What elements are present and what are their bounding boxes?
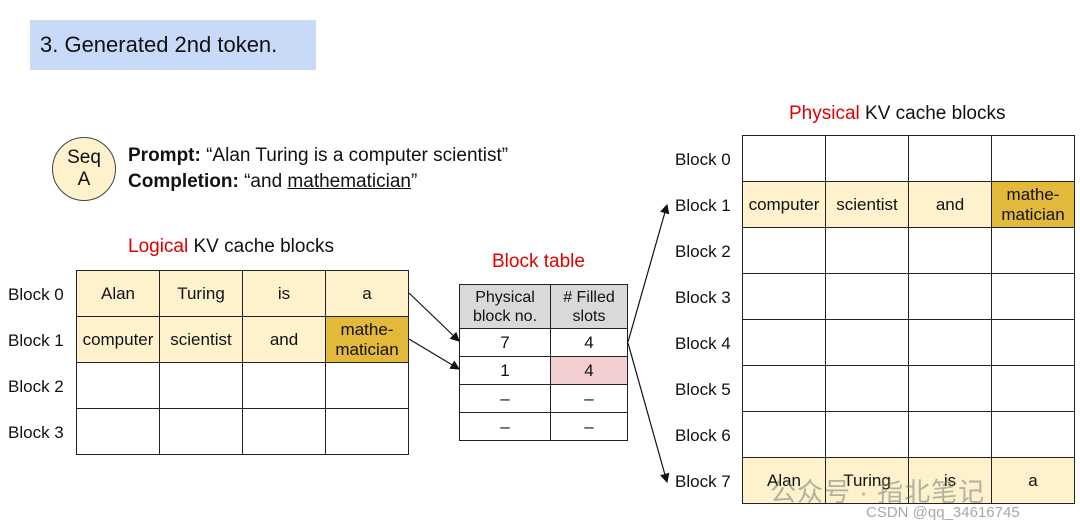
- logical-row-label: Block 2: [8, 377, 64, 396]
- physical-title-red: Physical: [789, 103, 860, 124]
- prompt-line: Prompt: “Alan Turing is a computer scien…: [128, 145, 508, 167]
- prompt-text: “Alan Turing is a computer scientist”: [206, 145, 509, 166]
- physical-cell: [825, 227, 909, 274]
- physical-row-label: Block 4: [675, 334, 731, 353]
- physical-cell: [742, 135, 826, 182]
- logical-cell: [242, 408, 326, 455]
- completion-prefix: “and: [244, 171, 288, 192]
- logical-cell: a: [325, 270, 409, 317]
- logical-kv-table: Alan Turing is a computer scientist and …: [76, 270, 409, 455]
- physical-title: Physical KV cache blocks: [789, 103, 1006, 125]
- block-table: Physical block no. # Filled slots 7 4 1 …: [459, 284, 628, 441]
- logical-cell: and: [242, 316, 326, 363]
- physical-row-label: Block 3: [675, 288, 731, 307]
- logical-row-label: Block 1: [8, 331, 64, 350]
- physical-cell: [742, 411, 826, 458]
- logical-cell: [325, 408, 409, 455]
- sequence-badge-line2: A: [77, 169, 91, 190]
- physical-cell: [825, 273, 909, 320]
- completion-word: mathematician: [287, 171, 411, 192]
- logical-cell: scientist: [159, 316, 243, 363]
- block-table-cell: –: [459, 412, 551, 441]
- slide-title: 3. Generated 2nd token.: [30, 20, 316, 70]
- arrow-table-to-physical-block1: [627, 203, 670, 343]
- physical-cell: [991, 411, 1075, 458]
- completion-line: Completion: “and mathematician”: [128, 171, 417, 193]
- block-table-cell: 1: [459, 356, 551, 385]
- physical-row-label: Block 1: [675, 196, 731, 215]
- completion-label: Completion:: [128, 171, 239, 192]
- block-table-cell: –: [459, 384, 551, 413]
- prompt-label: Prompt:: [128, 145, 201, 166]
- physical-row-label: Block 5: [675, 380, 731, 399]
- block-table-header: # Filled slots: [550, 284, 628, 329]
- logical-cell: Alan: [76, 270, 160, 317]
- physical-cell: [825, 411, 909, 458]
- physical-row-label: Block 0: [675, 150, 731, 169]
- block-table-cell: 4: [550, 328, 628, 357]
- csdn-watermark: CSDN @qq_34616745: [866, 504, 1020, 521]
- arrow-logical-block1-to-table: [408, 338, 461, 370]
- sequence-badge: Seq A: [52, 137, 116, 201]
- physical-cell: and: [908, 181, 992, 228]
- logical-title-red: Logical: [128, 236, 189, 257]
- physical-row-label: Block 7: [675, 472, 731, 491]
- block-table-cell-updated: 4: [550, 356, 628, 385]
- logical-cell: [242, 362, 326, 409]
- logical-cell: is: [242, 270, 326, 317]
- arrow-table-to-physical-block7: [627, 342, 670, 484]
- logical-title: Logical KV cache blocks: [128, 236, 334, 258]
- physical-cell: [991, 135, 1075, 182]
- physical-cell: [991, 365, 1075, 412]
- physical-cell: a: [991, 457, 1075, 504]
- block-table-cell: –: [550, 412, 628, 441]
- logical-cell: [76, 362, 160, 409]
- physical-cell: [742, 273, 826, 320]
- physical-kv-table: computer scientist and mathe- matician A…: [742, 135, 1075, 504]
- physical-cell: is: [908, 457, 992, 504]
- physical-cell: [825, 319, 909, 366]
- physical-cell: [991, 227, 1075, 274]
- completion-suffix: ”: [410, 171, 418, 192]
- logical-cell-new-token: mathe- matician: [325, 316, 409, 363]
- physical-title-rest: KV cache blocks: [859, 103, 1006, 124]
- physical-cell: [825, 365, 909, 412]
- watermark-text: 公众号 · 指北笔记: [770, 477, 986, 507]
- physical-cell-new-token: mathe- matician: [991, 181, 1075, 228]
- physical-cell: computer: [742, 181, 826, 228]
- physical-cell: scientist: [825, 181, 909, 228]
- sequence-badge-line1: Seq: [67, 147, 101, 168]
- physical-cell: [908, 227, 992, 274]
- physical-cell: Alan: [742, 457, 826, 504]
- physical-cell: [742, 319, 826, 366]
- logical-cell: [159, 408, 243, 455]
- logical-row-label: Block 0: [8, 285, 64, 304]
- block-table-header: Physical block no.: [459, 284, 551, 329]
- logical-row-label: Block 3: [8, 423, 64, 442]
- physical-row-label: Block 2: [675, 242, 731, 261]
- block-table-title: Block table: [492, 251, 585, 272]
- logical-cell: computer: [76, 316, 160, 363]
- physical-cell: [908, 135, 992, 182]
- physical-row-label: Block 6: [675, 426, 731, 445]
- logical-title-rest: KV cache blocks: [188, 236, 334, 257]
- physical-cell: [742, 227, 826, 274]
- arrow-logical-block0-to-table: [408, 292, 460, 342]
